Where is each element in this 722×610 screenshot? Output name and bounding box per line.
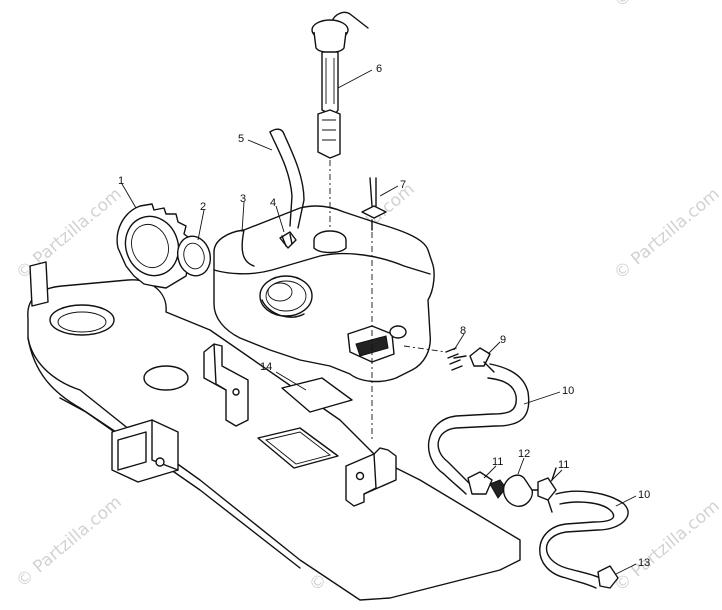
vent-hose — [269, 128, 305, 229]
watermark-4: © Partzilla.com — [610, 0, 722, 12]
callout-3: 3 — [240, 193, 246, 205]
callout-6: 6 — [376, 63, 382, 75]
fuel-tank — [213, 205, 435, 383]
chassis-frame — [27, 261, 521, 601]
callout-13: 13 — [638, 557, 650, 569]
fuel-gauge — [311, 11, 369, 228]
leader-lines — [121, 69, 637, 575]
callout-4: 4 — [270, 197, 276, 209]
watermark-5: © Partzilla.com — [12, 492, 125, 592]
fuel-cap — [116, 203, 197, 289]
callout-12: 12 — [518, 448, 530, 460]
callout-10a: 10 — [562, 385, 574, 397]
fuel-hose-upper — [427, 363, 530, 495]
callout-1: 1 — [118, 175, 124, 187]
filter-assembly — [467, 467, 557, 513]
watermark-3: © Partzilla.com — [610, 184, 722, 284]
callout-10b: 10 — [638, 489, 650, 501]
callout-2: 2 — [200, 201, 206, 213]
fuel-shutoff-fitting — [361, 177, 387, 440]
watermark-1: © Partzilla.com — [12, 184, 125, 284]
callout-7: 7 — [400, 179, 406, 191]
callout-14: 14 — [260, 361, 272, 373]
fuel-hose-lower — [539, 490, 629, 589]
gasket — [177, 235, 211, 277]
callout-8: 8 — [460, 325, 466, 337]
watermark-7: © Partzilla.com — [610, 496, 722, 596]
tank-outlet-assembly — [403, 345, 495, 373]
callout-9: 9 — [500, 334, 506, 346]
callout-11b: 11 — [558, 459, 569, 471]
callout-5: 5 — [238, 133, 244, 145]
callouts: 1 2 3 4 5 6 7 8 9 10 10 11 11 12 13 14 — [118, 63, 650, 569]
callout-11a: 11 — [492, 456, 503, 468]
